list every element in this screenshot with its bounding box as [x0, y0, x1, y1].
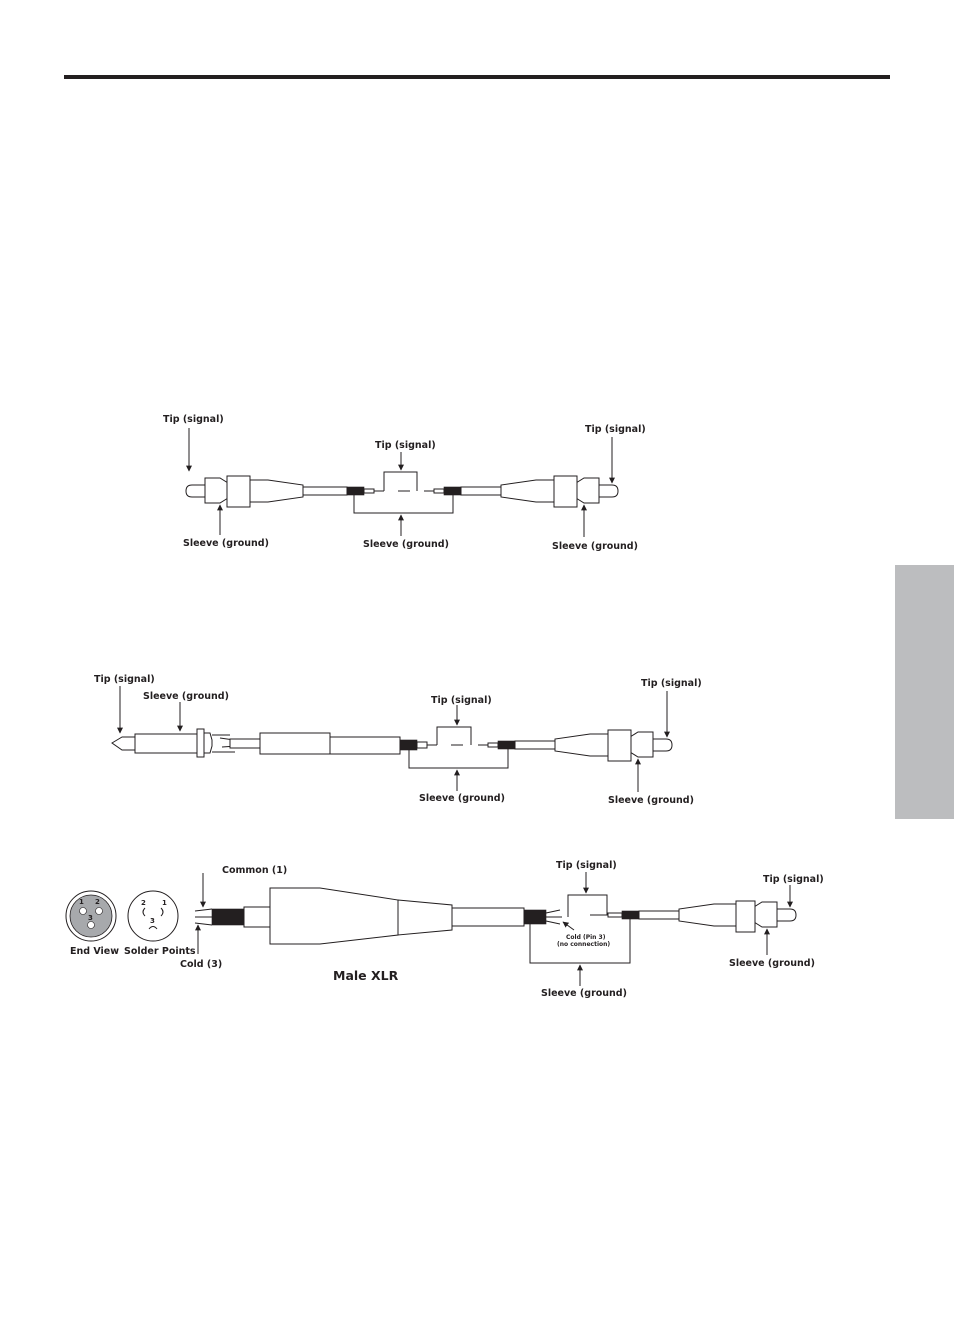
xlr-end-view: 1 2 3: [65, 890, 117, 942]
side-tab: [895, 565, 954, 819]
label-sleeve-ground: Sleeve (ground): [363, 539, 449, 550]
label-sleeve-ground: Sleeve (ground): [183, 538, 269, 549]
label-tip-signal: Tip (signal): [641, 678, 702, 689]
label-tip-signal: Tip (signal): [163, 414, 224, 425]
rca-plug-right: [590, 900, 797, 933]
tip-jumper: [383, 471, 418, 491]
tip-jumper: [567, 894, 608, 917]
label-sleeve-ground: Sleeve (ground): [608, 795, 694, 806]
sleeve-jumper: [408, 749, 509, 769]
label-tip-signal: Tip (signal): [94, 674, 155, 685]
label-sleeve-ground: Sleeve (ground): [541, 988, 627, 999]
pin-1-label: 1: [79, 898, 84, 906]
label-sleeve-ground: Sleeve (ground): [552, 541, 638, 552]
rca-plug-left: [185, 475, 384, 508]
rca-plug-right: [424, 475, 619, 508]
xlr-connector: [194, 887, 562, 945]
label-sleeve-ground: Sleeve (ground): [419, 793, 505, 804]
xlr-to-rca-diagram: 1 2 3 2 1 3: [65, 860, 824, 999]
label-male-xlr: Male XLR: [333, 968, 399, 983]
pin-3-label: 3: [150, 917, 155, 925]
rca-to-rca-diagram: Tip (signal) Sleeve (ground) Tip (signal…: [163, 414, 646, 552]
label-tip-signal: Tip (signal): [431, 695, 492, 706]
label-cold-pin3: Cold (Pin 3): [566, 934, 606, 941]
label-end-view: End View: [70, 946, 119, 957]
header-rule: [64, 75, 890, 79]
label-sleeve-ground: Sleeve (ground): [143, 691, 229, 702]
sleeve-jumper: [353, 495, 454, 514]
sleeve-jumper: [529, 919, 631, 964]
rca-plug-right: [478, 729, 673, 762]
label-tip-signal: Tip (signal): [585, 424, 646, 435]
pin-1-label: 1: [162, 899, 167, 907]
pin-2-label: 2: [141, 899, 146, 907]
xlr-solder-points: 2 1 3: [127, 890, 179, 942]
label-tip-signal: Tip (signal): [763, 874, 824, 885]
label-no-connection: (no connection): [557, 941, 610, 948]
label-cold: Cold (3): [180, 959, 222, 970]
label-tip-signal: Tip (signal): [556, 860, 617, 871]
label-tip-signal: Tip (signal): [375, 440, 436, 451]
pin-3-label: 3: [88, 914, 93, 922]
label-common: Common (1): [222, 865, 287, 876]
ts-to-rca-diagram: Tip (signal) Sleeve (ground) Tip (signal…: [94, 674, 702, 806]
label-solder-points: Solder Points: [124, 946, 196, 957]
label-sleeve-ground: Sleeve (ground): [729, 958, 815, 969]
pin-2-label: 2: [95, 898, 100, 906]
ts-plug: [111, 728, 437, 758]
tip-jumper: [436, 726, 472, 745]
